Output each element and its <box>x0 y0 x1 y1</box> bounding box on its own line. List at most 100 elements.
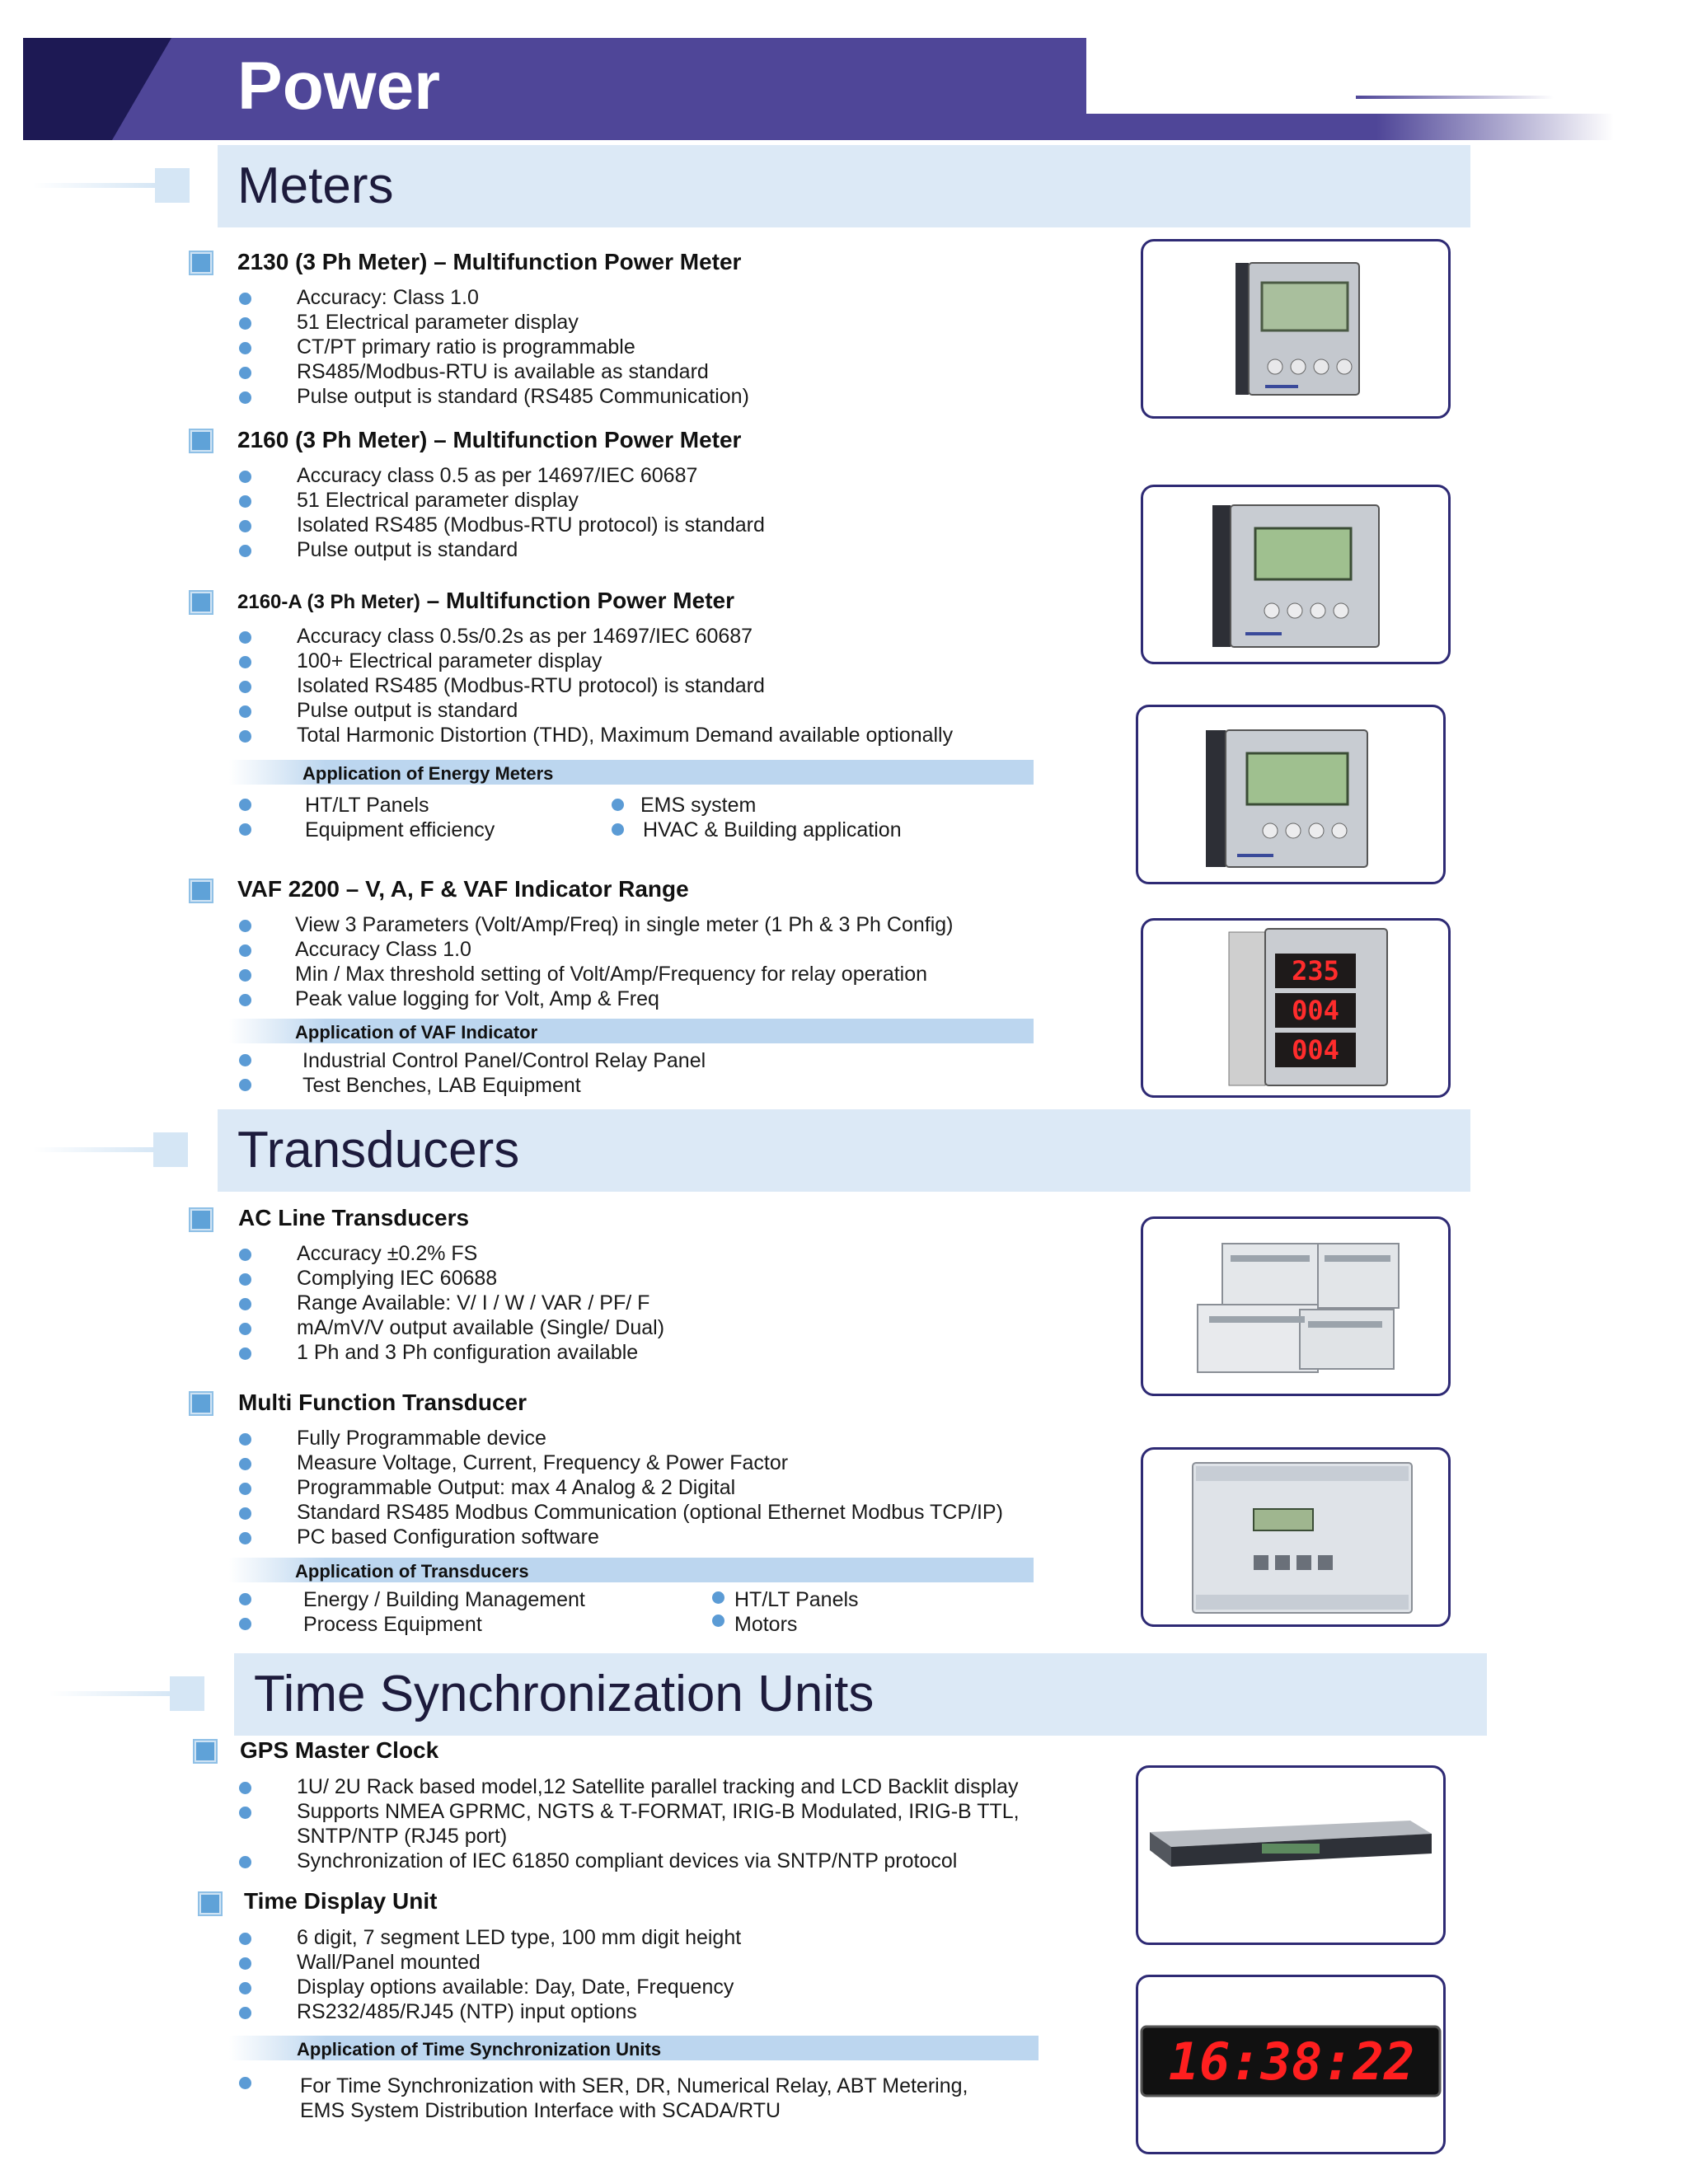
product-heading-tdu: Time Display Unit <box>244 1888 438 1914</box>
image-gps-master-clock <box>1136 1765 1446 1945</box>
heading-square-icon <box>199 1893 221 1915</box>
bullet-dot-icon <box>239 1323 251 1335</box>
list-item: Industrial Control Panel/Control Relay P… <box>302 1049 706 1072</box>
list-item: EMS system <box>640 794 757 817</box>
section-title-tsu: Time Synchronization Units <box>254 1666 874 1722</box>
bullet-dot-icon <box>239 293 251 305</box>
list-item: Test Benches, LAB Equipment <box>302 1074 581 1097</box>
banner-accent-line <box>1356 96 1554 99</box>
product-heading-vaf: VAF 2200 – V, A, F & VAF Indicator Range <box>237 876 689 902</box>
image-ac-line-transducers <box>1141 1216 1451 1396</box>
list-item: 1U/ 2U Rack based model,12 Satellite par… <box>297 1775 1019 1798</box>
list-item: Peak value logging for Volt, Amp & Freq <box>295 987 659 1010</box>
heading-prefix: 2160-A (3 Ph Meter) <box>237 591 420 613</box>
list-item: Accuracy ±0.2% FS <box>297 1242 478 1265</box>
list-item: Total Harmonic Distortion (THD), Maximum… <box>297 724 954 747</box>
application-bar <box>229 760 1034 785</box>
application-label: Application of Time Synchronization Unit… <box>297 2039 662 2060</box>
section-accent-line <box>33 183 157 188</box>
vaf-indicator-icon: 235 004 004 <box>1228 928 1388 1086</box>
image-2160-meter <box>1141 485 1451 664</box>
bullet-dot-icon <box>239 2077 251 2089</box>
list-item: Pulse output is standard <box>297 699 518 722</box>
title-banner <box>23 38 1086 140</box>
power-meter-icon <box>1212 504 1380 648</box>
bullet-dot-icon <box>239 1347 251 1360</box>
list-item: CT/PT primary ratio is programmable <box>297 335 635 359</box>
list-item: HT/LT Panels <box>734 1588 859 1611</box>
product-heading-2130: 2130 (3 Ph Meter) – Multifunction Power … <box>237 249 742 274</box>
bullet-dot-icon <box>239 1982 251 1994</box>
list-item-continuation: EMS System Distribution Interface with S… <box>300 2099 781 2122</box>
product-heading-2160a: 2160-A (3 Ph Meter) – Multifunction Powe… <box>237 588 734 614</box>
bullet-dot-icon <box>239 1079 251 1091</box>
bullet-dot-icon <box>239 495 251 508</box>
bullet-dot-icon <box>239 1532 251 1544</box>
page-title: Power <box>237 49 441 124</box>
list-item: 51 Electrical parameter display <box>297 489 579 512</box>
image-vaf-indicator: 235 004 004 <box>1141 918 1451 1098</box>
list-item: Accuracy class 0.5 as per 14697/IEC 6068… <box>297 464 698 487</box>
bullet-dot-icon <box>712 1591 724 1604</box>
list-item: 6 digit, 7 segment LED type, 100 mm digi… <box>297 1926 742 1949</box>
bullet-dot-icon <box>239 2007 251 2019</box>
list-item: Synchronization of IEC 61850 compliant d… <box>297 1849 958 1872</box>
power-meter-icon <box>1236 262 1360 396</box>
bullet-dot-icon <box>239 1807 251 1819</box>
list-item: RS485/Modbus-RTU is available as standar… <box>297 360 709 383</box>
section-accent-line <box>49 1691 173 1696</box>
bullet-dot-icon <box>239 1433 251 1446</box>
clock-digits: 16:38:22 <box>1169 2032 1415 2092</box>
bullet-dot-icon <box>239 367 251 379</box>
bullet-dot-icon <box>239 799 251 811</box>
bullet-dot-icon <box>239 342 251 354</box>
list-item: HVAC & Building application <box>643 818 902 841</box>
bullet-dot-icon <box>239 317 251 330</box>
section-title-transducers: Transducers <box>237 1122 520 1179</box>
bullet-dot-icon <box>239 969 251 982</box>
list-item: Wall/Panel mounted <box>297 1951 481 1974</box>
image-2130-meter <box>1141 239 1451 419</box>
list-item: Isolated RS485 (Modbus-RTU protocol) is … <box>297 513 765 537</box>
section-square-icon <box>170 1676 204 1711</box>
bullet-dot-icon <box>239 1856 251 1868</box>
heading-square-icon <box>190 252 212 274</box>
heading-square-icon <box>190 430 212 452</box>
bullet-dot-icon <box>239 681 251 693</box>
application-label: Application of Transducers <box>295 1561 529 1582</box>
bullet-dot-icon <box>239 391 251 404</box>
image-2160a-meter <box>1136 705 1446 884</box>
bullet-dot-icon <box>239 1298 251 1310</box>
bullet-dot-icon <box>239 920 251 932</box>
heading-square-icon <box>195 1741 216 1762</box>
bullet-dot-icon <box>239 1507 251 1520</box>
bullet-dot-icon <box>239 823 251 836</box>
heading-square-icon <box>190 592 212 613</box>
list-item: Range Available: V/ I / W / VAR / PF/ F <box>297 1291 650 1315</box>
list-item: Display options available: Day, Date, Fr… <box>297 1975 734 1999</box>
list-item: 51 Electrical parameter display <box>297 311 579 334</box>
section-band-tsu <box>234 1653 1487 1736</box>
list-item: 1 Ph and 3 Ph configuration available <box>297 1341 639 1364</box>
list-item: Accuracy class 0.5s/0.2s as per 14697/IE… <box>297 625 753 648</box>
list-item: Programmable Output: max 4 Analog & 2 Di… <box>297 1476 736 1499</box>
bullet-dot-icon <box>612 823 624 836</box>
bullet-dot-icon <box>239 545 251 557</box>
bullet-dot-icon <box>239 520 251 532</box>
application-label: Application of Energy Meters <box>302 763 554 784</box>
gps-clock-icon <box>1150 1821 1432 1867</box>
bullet-dot-icon <box>239 656 251 668</box>
list-item: RS232/485/RJ45 (NTP) input options <box>297 2000 637 2023</box>
bullet-dot-icon <box>239 1483 251 1495</box>
heading-square-icon <box>190 880 212 902</box>
bullet-dot-icon <box>239 631 251 644</box>
section-square-icon <box>155 168 190 203</box>
list-item: Supports NMEA GPRMC, NGTS & T-FORMAT, IR… <box>297 1800 1020 1823</box>
section-band-transducers <box>218 1109 1470 1192</box>
list-item: Pulse output is standard <box>297 538 518 561</box>
bullet-dot-icon <box>239 994 251 1006</box>
heading-suffix: – Multifunction Power Meter <box>420 588 734 613</box>
application-bar <box>229 1558 1034 1582</box>
list-item: Min / Max threshold setting of Volt/Amp/… <box>295 963 928 986</box>
time-display-icon: 16:38:22 <box>1140 2025 1442 2097</box>
